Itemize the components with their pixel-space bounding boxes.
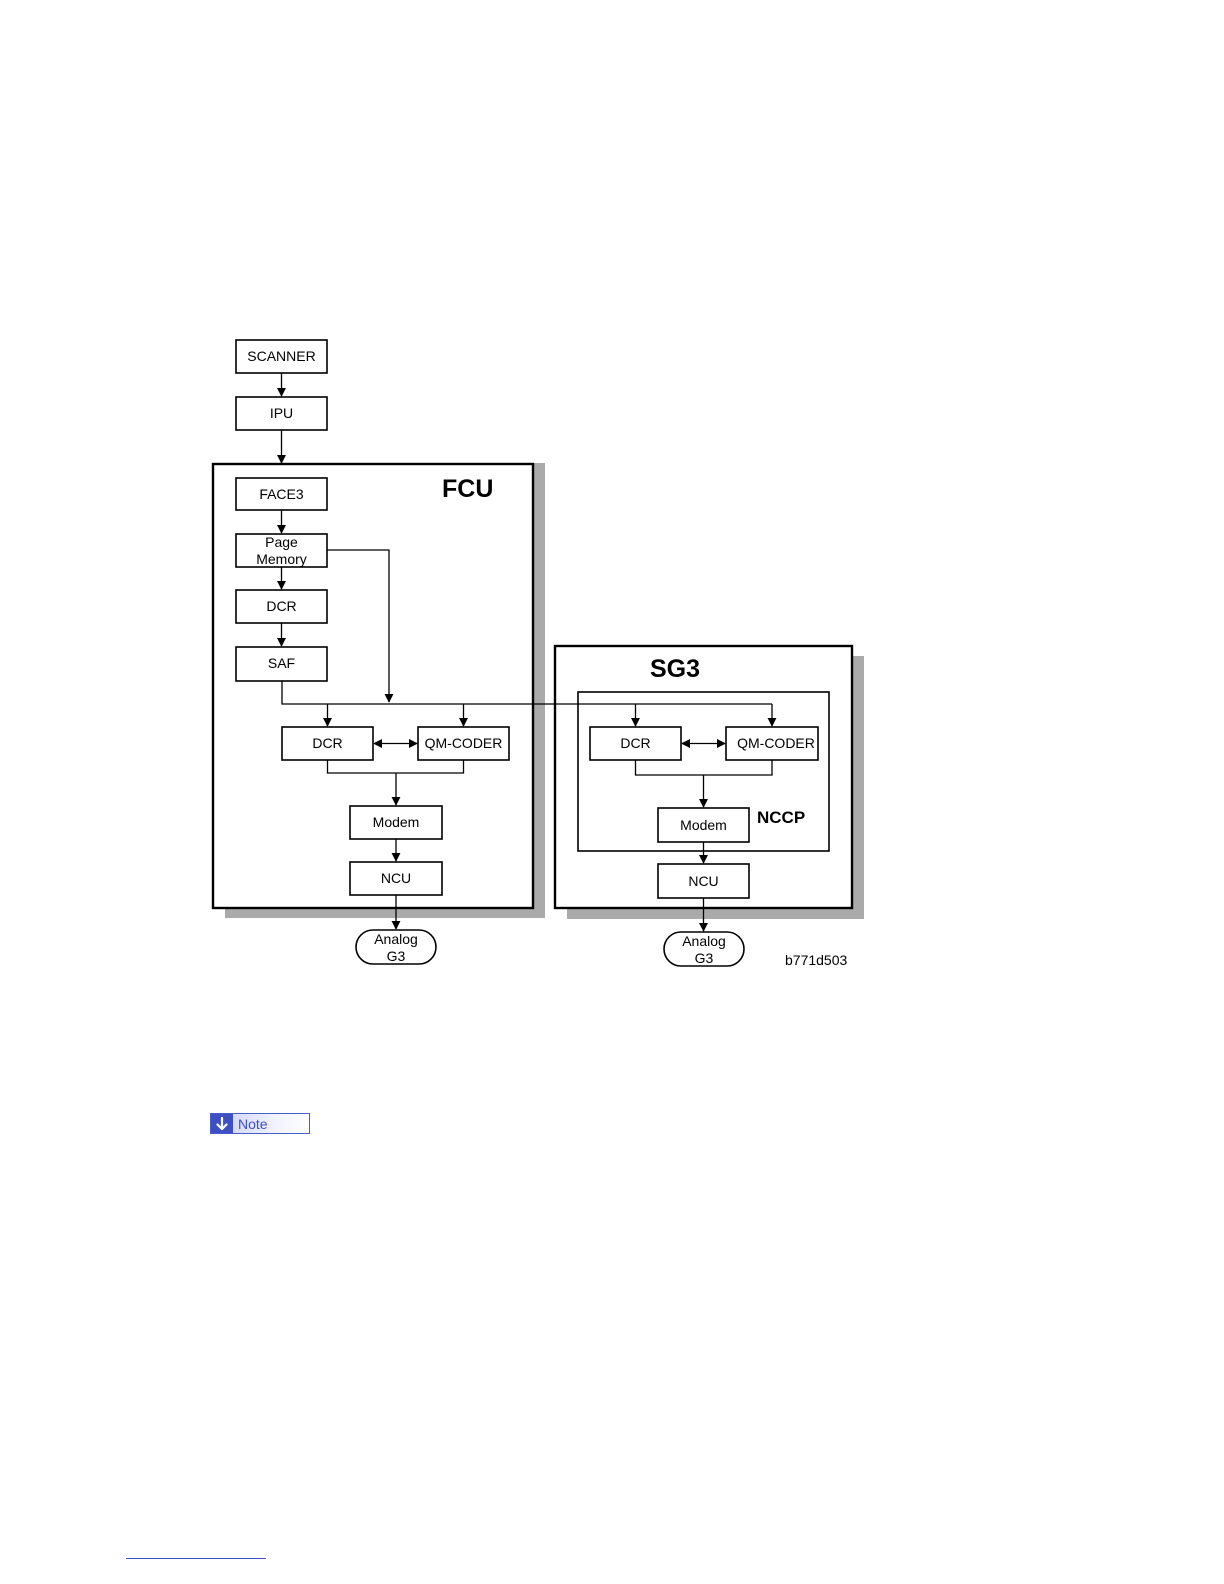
arrow-down-icon (211, 1114, 233, 1133)
fcu-ncu-label: NCU (381, 870, 411, 886)
footer-rule (126, 1558, 266, 1559)
page-memory-label-line1: Page (265, 534, 298, 550)
fcu-qm-coder-label: QM-CODER (425, 735, 503, 751)
fcu-container (213, 464, 533, 908)
saf-label: SAF (268, 655, 295, 671)
dcr-upper-label: DCR (266, 598, 296, 614)
figure-id: b771d503 (785, 952, 848, 968)
sg3-title: SG3 (650, 655, 700, 683)
note-badge: Note (210, 1113, 310, 1134)
sg3-modem-label: Modem (680, 817, 727, 833)
sg3-dcr-label: DCR (620, 735, 650, 751)
ipu-label: IPU (270, 405, 293, 421)
nccp-label: NCCP (757, 808, 805, 827)
face3-label: FACE3 (259, 486, 304, 502)
sg3-ncu-label: NCU (688, 873, 718, 889)
page-memory-label-line2: Memory (256, 551, 307, 567)
sg3-qm-coder-label: QM-CODER (737, 735, 815, 751)
fcu-dcr-label: DCR (312, 735, 342, 751)
scanner-label: SCANNER (247, 348, 315, 364)
fcu-analog-g3-label-line2: G3 (387, 948, 406, 964)
fcu-modem-label: Modem (373, 814, 420, 830)
sg3-analog-g3-label-line1: Analog (682, 933, 726, 949)
fcu-title: FCU (442, 475, 493, 503)
fcu-analog-g3-label-line1: Analog (374, 931, 418, 947)
sg3-analog-g3-label-line2: G3 (695, 950, 714, 966)
note-label: Note (238, 1116, 268, 1132)
